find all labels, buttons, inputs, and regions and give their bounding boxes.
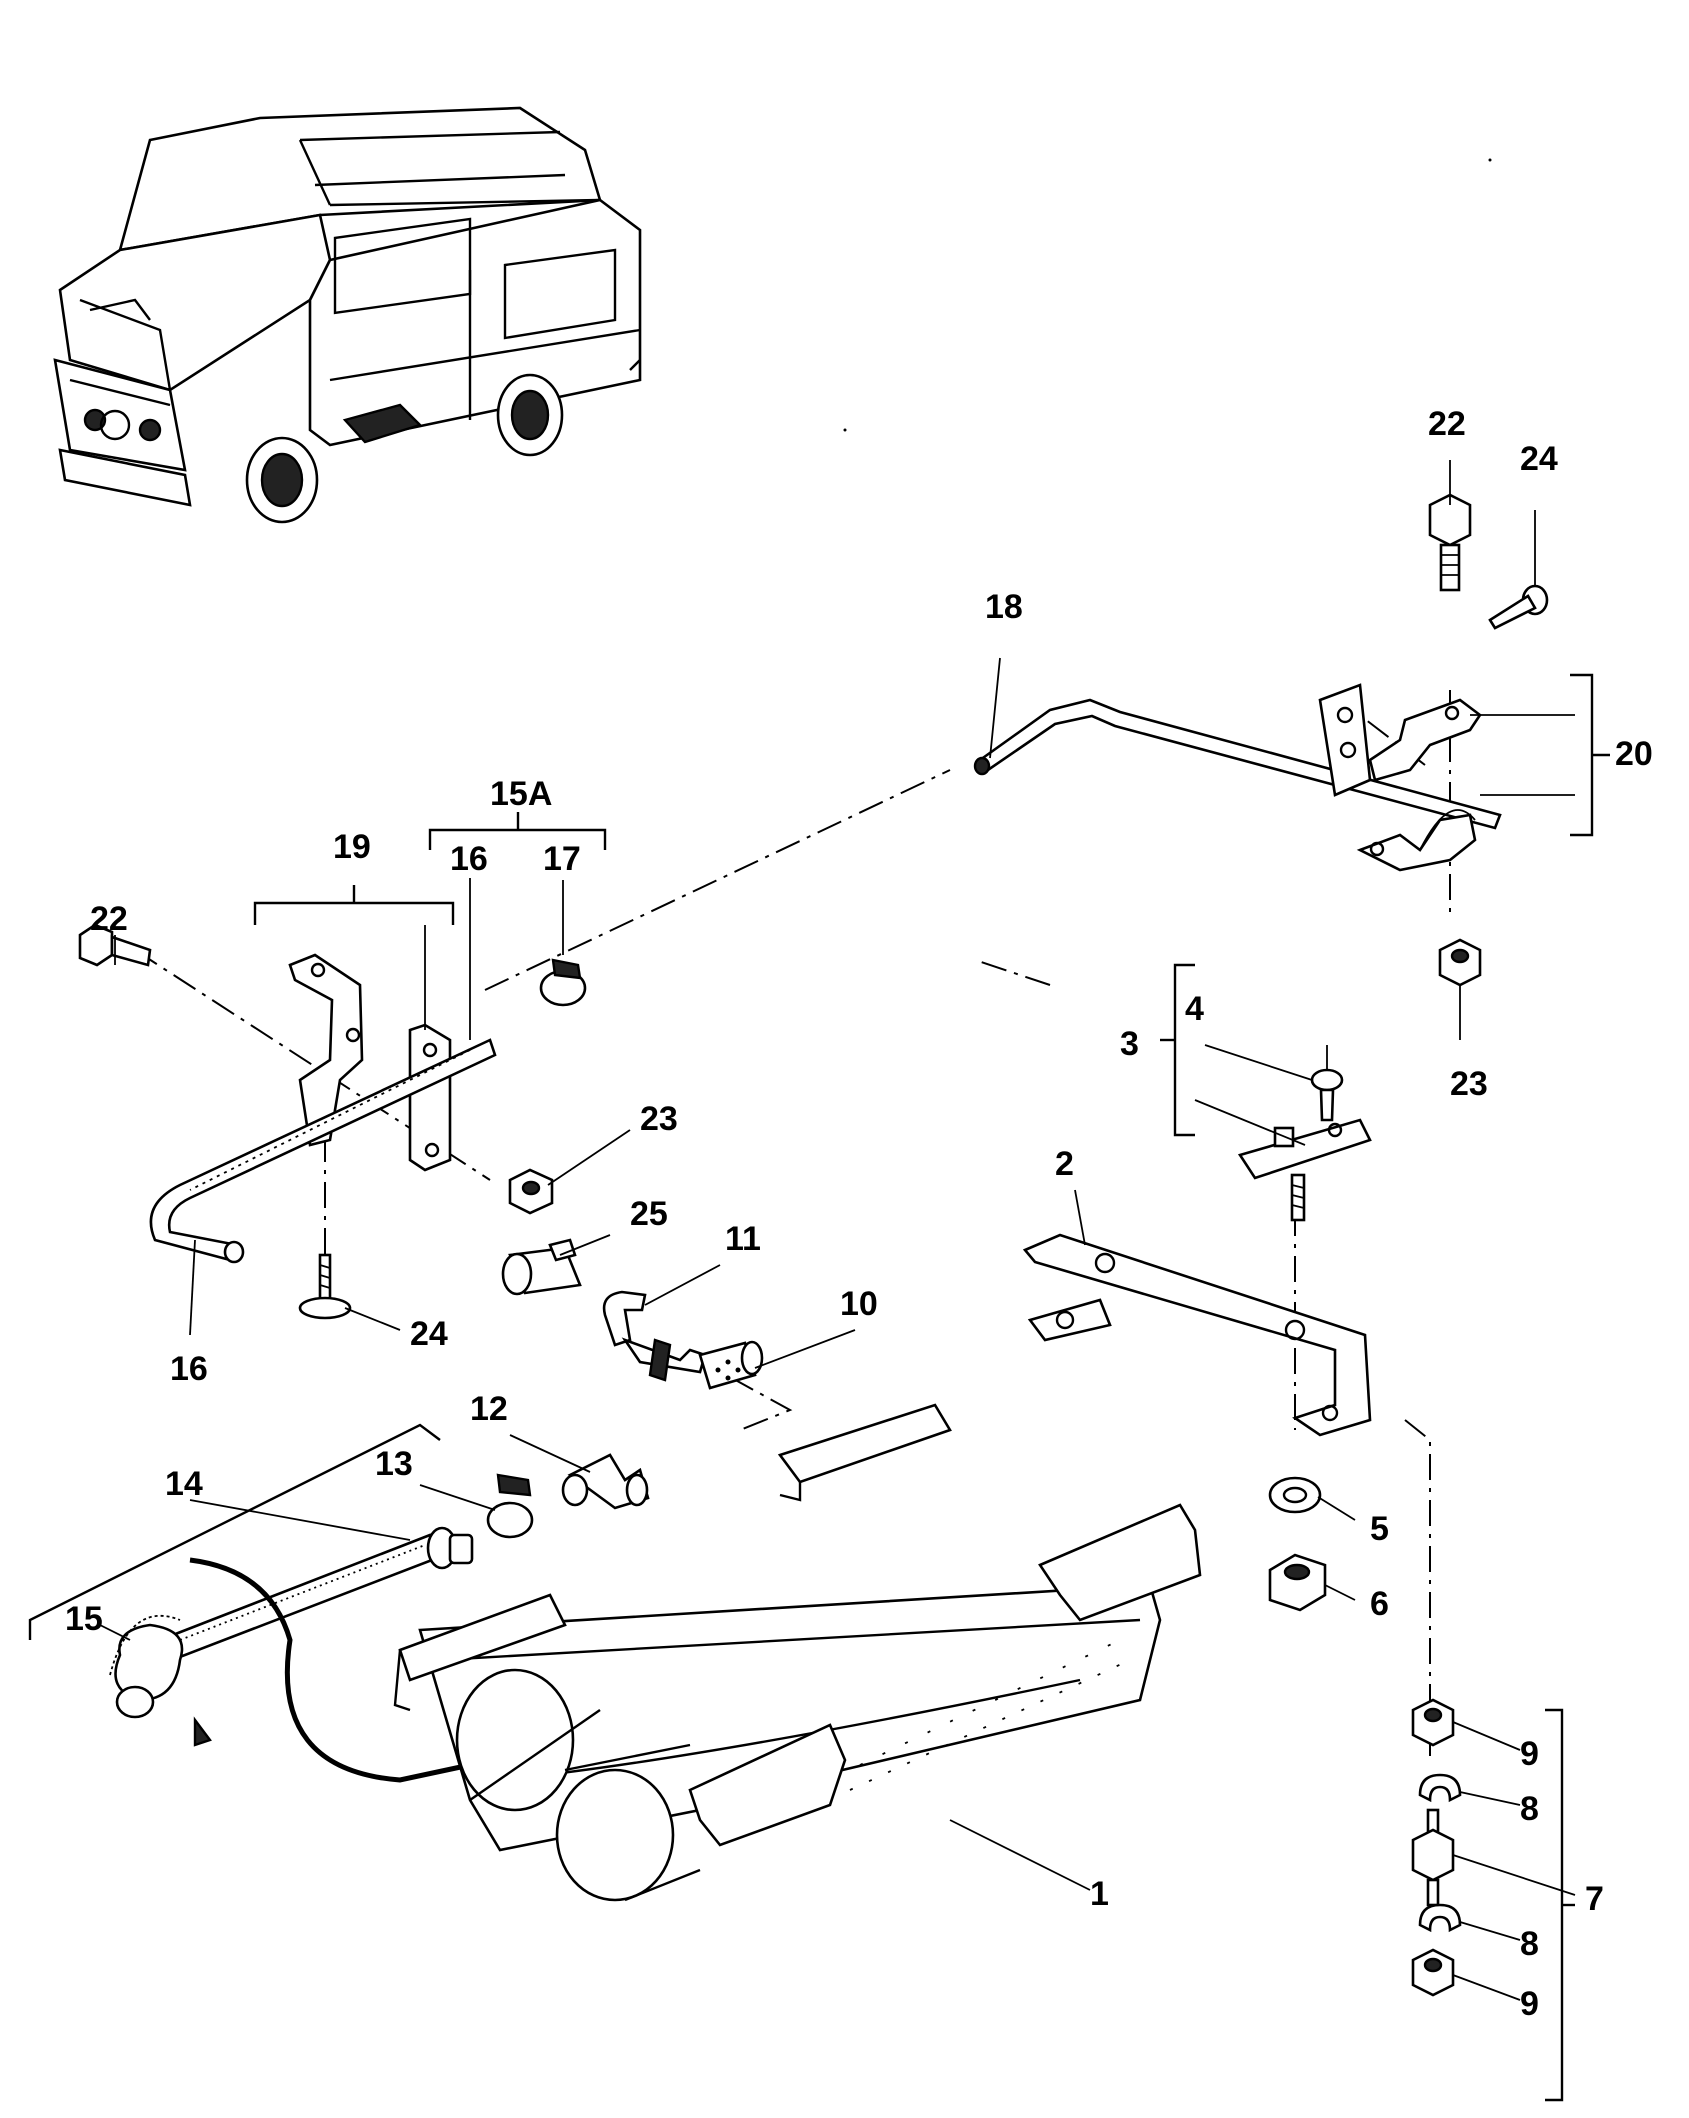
nut-6 <box>1268 1553 1327 1612</box>
nut-23-left <box>508 1168 554 1215</box>
bolt-22-upper <box>1428 493 1472 592</box>
nut-9-lower <box>1411 1948 1455 1997</box>
label-24-left: 24 <box>410 1315 448 1353</box>
washer-8-upper <box>1418 1773 1462 1803</box>
label-9-upper: 9 <box>1520 1735 1539 1773</box>
nut-9-upper <box>1411 1698 1455 1747</box>
elbow-12 <box>561 1453 650 1510</box>
label-24-upper: 24 <box>1520 440 1558 478</box>
bracket-20 <box>1318 683 1482 872</box>
label-17: 17 <box>543 840 581 878</box>
label-25: 25 <box>630 1195 668 1233</box>
label-10: 10 <box>840 1285 878 1323</box>
label-23-upper: 23 <box>1450 1065 1488 1103</box>
label-2: 2 <box>1055 1145 1074 1183</box>
washer-8-lower <box>1418 1903 1462 1933</box>
label-3: 3 <box>1120 1025 1139 1063</box>
label-8-lower: 8 <box>1520 1925 1539 1963</box>
washer-5 <box>1268 1476 1322 1514</box>
label-16-upper: 16 <box>450 840 488 878</box>
sleeve-25 <box>501 1238 582 1296</box>
label-22-upper: 22 <box>1428 405 1466 443</box>
rubber-mount-7 <box>1411 1808 1455 1907</box>
clamp-17 <box>539 958 587 1007</box>
screw-24-upper <box>1488 584 1549 630</box>
heater-unit-1 <box>393 1403 1202 1902</box>
rivet-4 <box>1310 1045 1344 1122</box>
nut-23-upper <box>1438 938 1482 987</box>
bracket-19 <box>288 953 452 1172</box>
hose-16 <box>149 1038 497 1264</box>
label-9-lower: 9 <box>1520 1985 1539 2023</box>
label-4: 4 <box>1185 990 1204 1028</box>
group-brackets <box>28 673 1610 2102</box>
bolt-22-left <box>78 923 152 967</box>
label-1: 1 <box>1090 1875 1109 1913</box>
support-2 <box>1022 1233 1372 1437</box>
label-8-upper: 8 <box>1520 1790 1539 1828</box>
label-20: 20 <box>1615 735 1653 773</box>
stabilizer-bar-18 <box>973 698 1502 830</box>
label-13: 13 <box>375 1445 413 1483</box>
label-6: 6 <box>1370 1585 1389 1623</box>
clamp-13 <box>486 1473 534 1539</box>
label-16-lower: 16 <box>170 1350 208 1388</box>
label-19: 19 <box>333 828 371 866</box>
screw-24-left <box>298 1253 352 1320</box>
label-11: 11 <box>725 1220 761 1258</box>
label-23-left: 23 <box>640 1100 678 1138</box>
label-18: 18 <box>985 588 1023 626</box>
label-14: 14 <box>165 1465 203 1503</box>
label-7: 7 <box>1585 1880 1604 1918</box>
callout-labels: 1 2 3 4 5 6 7 8 8 9 9 10 11 12 13 14 15 … <box>65 405 1653 2023</box>
bolt-plate-3 <box>1237 1118 1372 1222</box>
cable-14 <box>158 1526 474 1783</box>
label-15A: 15A <box>490 775 552 813</box>
label-5: 5 <box>1370 1510 1389 1548</box>
knob-15 <box>109 1614 212 1747</box>
camper-van-illustration <box>53 106 642 524</box>
label-15: 15 <box>65 1600 103 1638</box>
filter-10 <box>698 1340 764 1390</box>
elbow-11 <box>602 1290 707 1382</box>
label-22-left: 22 <box>90 900 128 938</box>
label-12: 12 <box>470 1390 508 1428</box>
leader-lines <box>99 460 1576 2001</box>
